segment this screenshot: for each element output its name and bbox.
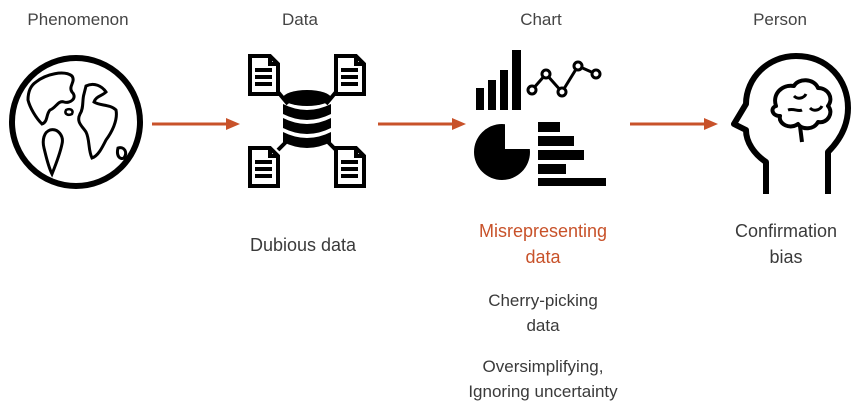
note-line: Confirmation	[734, 221, 838, 241]
charts-icon	[474, 50, 606, 186]
head-brain-icon	[731, 53, 851, 194]
arrow-chart-to-person	[630, 118, 718, 130]
note-line: data	[526, 316, 560, 335]
database-documents-icon	[248, 54, 366, 188]
note-person-confirmation-bias: Confirmation bias	[716, 218, 856, 270]
stage-label-data: Data	[282, 10, 318, 29]
note-line: Misrepresenting	[478, 221, 608, 241]
note-line: Oversimplifying,	[482, 357, 604, 376]
note-data-dubious: Dubious data	[228, 232, 378, 258]
stage-label-phenomenon: Phenomenon	[27, 10, 129, 29]
note-line: Dubious data	[249, 235, 357, 255]
stage-label-person: Person	[753, 10, 807, 29]
arrow-phenomenon-to-data	[152, 118, 240, 130]
note-line: data	[525, 247, 561, 267]
note-line: Cherry-picking	[488, 291, 598, 310]
note-line: Ignoring uncertainty	[468, 382, 618, 401]
stage-label-chart: Chart	[520, 10, 562, 29]
note-line: bias	[769, 247, 803, 267]
note-chart-misrepresenting: Misrepresenting data	[448, 218, 638, 270]
globe-icon	[9, 55, 143, 189]
note-chart-cherry-picking: Cherry-picking data	[448, 288, 638, 338]
arrow-data-to-chart	[378, 118, 466, 130]
note-chart-oversimplifying: Oversimplifying, Ignoring uncertainty	[440, 354, 646, 404]
